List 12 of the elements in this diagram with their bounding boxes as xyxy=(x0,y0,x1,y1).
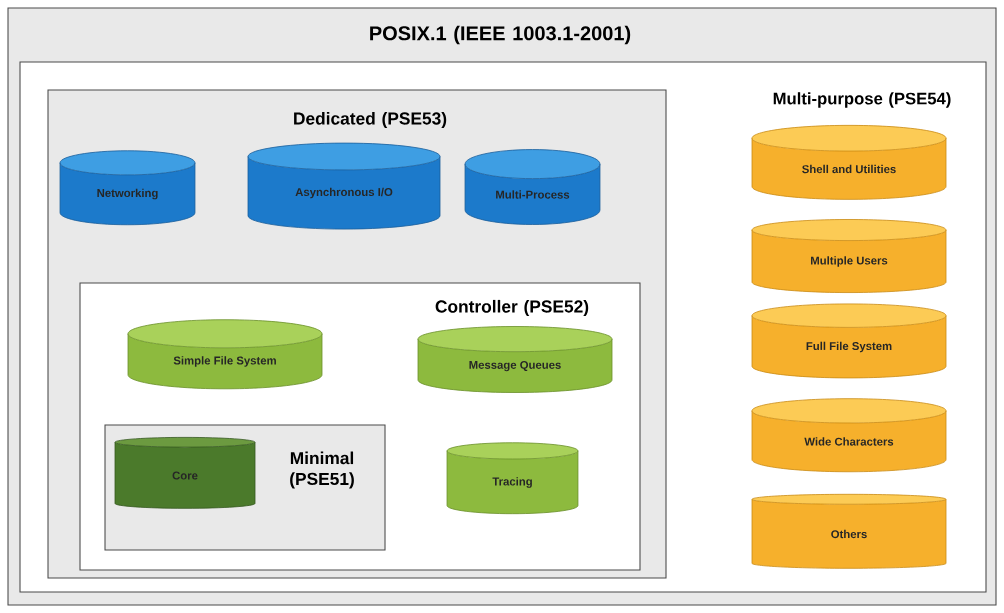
database-cylinder: Multi-Process xyxy=(464,149,601,225)
database-cylinder: Multiple Users xyxy=(751,219,947,293)
database-cylinder: Message Queues xyxy=(417,326,613,393)
database-cylinder: Tracing xyxy=(446,442,579,515)
database-cylinder: Core xyxy=(114,437,256,509)
database-cylinder: Simple File System xyxy=(127,319,323,390)
database-cylinder: Full File System xyxy=(751,303,947,379)
database-cylinder: Shell and Utilities xyxy=(751,124,947,200)
database-cylinder: Asynchronous I/O xyxy=(247,142,441,230)
database-cylinder: Wide Characters xyxy=(751,398,947,473)
database-cylinder: Networking xyxy=(59,150,196,226)
database-cylinder: Others xyxy=(751,493,947,569)
